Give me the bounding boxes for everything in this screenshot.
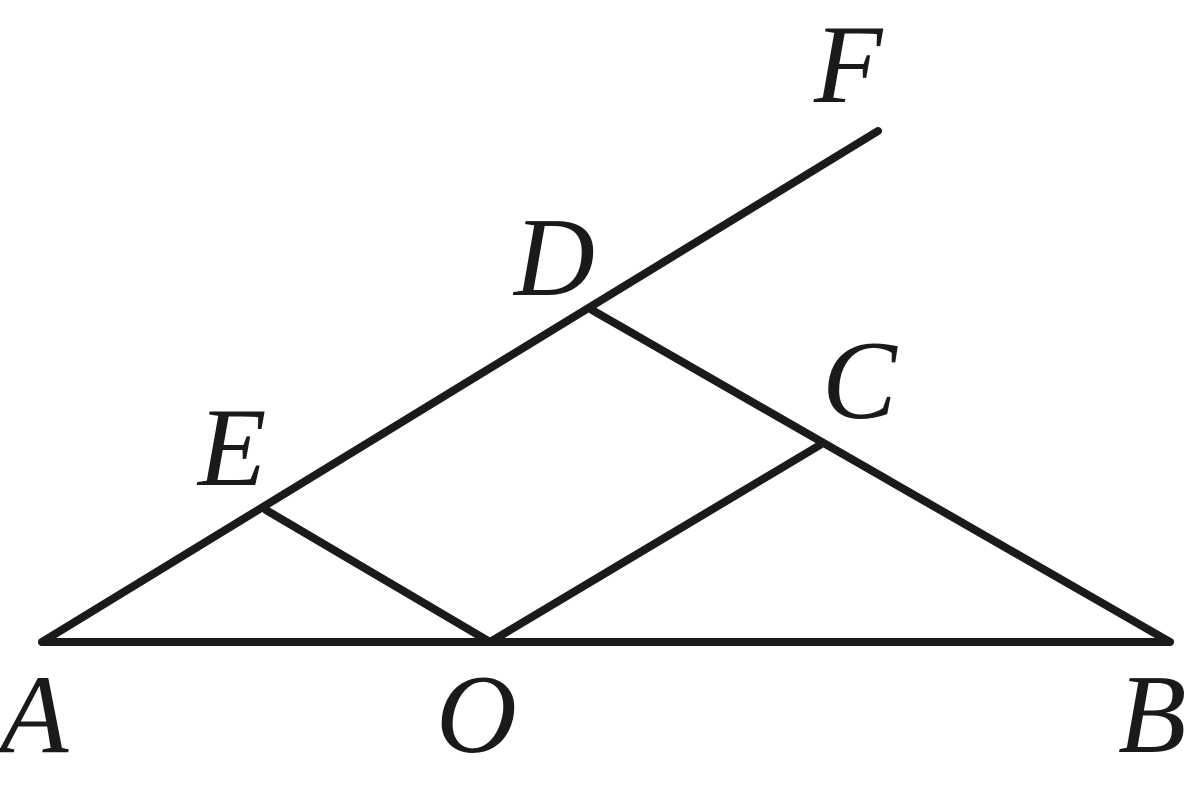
segment-EO [262,506,494,646]
segment-AF [38,127,882,646]
point-label-E: E [196,386,266,510]
point-label-A: A [0,653,69,777]
point-label-C: C [822,319,898,443]
point-label-B: B [1118,653,1186,777]
point-label-D: D [512,196,595,320]
point-label-O: O [436,653,517,777]
segment-DB [588,306,1174,646]
segment-OC [486,441,824,646]
point-label-F: F [813,3,884,127]
